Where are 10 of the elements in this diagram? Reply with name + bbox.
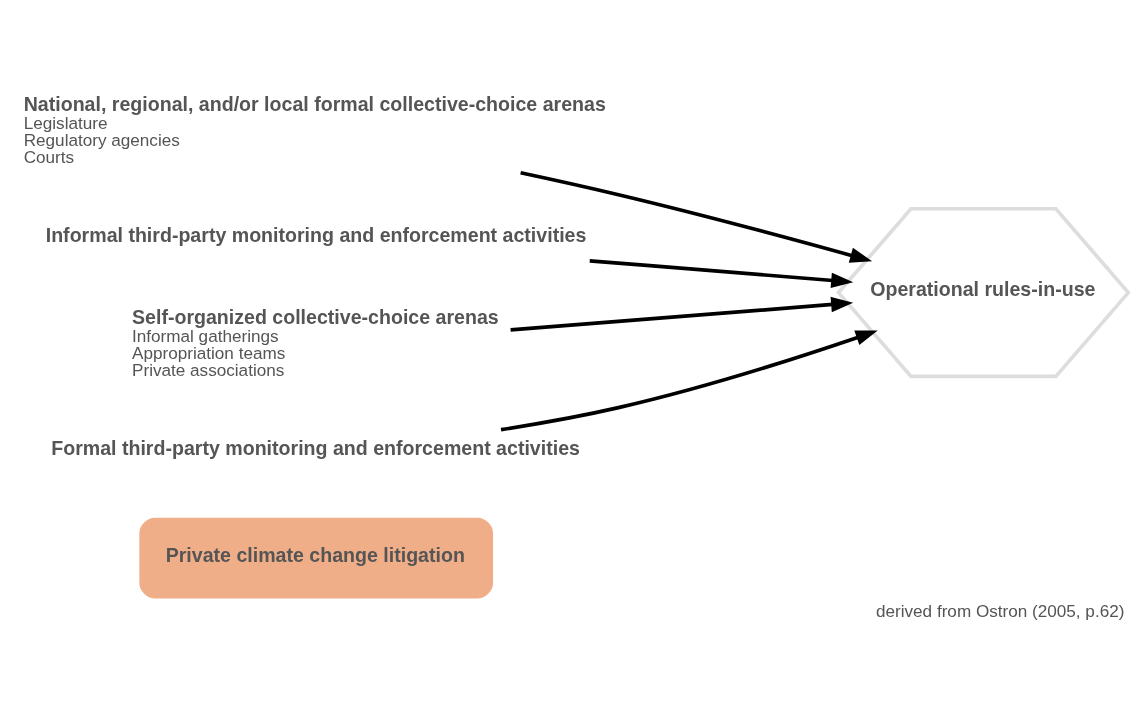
node-box: Private climate change litigation: [139, 517, 494, 599]
caption: derived from Ostron (2005, p.62): [875, 600, 1125, 621]
node-text: Formal third-party monitoring and enforcement activities: [51, 437, 580, 460]
node-text: Self-organized collective-choice arenas Informal gatherings Appropriation teams Private associations: [132, 306, 499, 381]
arrow: [589, 259, 854, 289]
node-text: Informal third-party monitoring and enforcement activities: [45, 224, 587, 247]
arrow: [510, 296, 854, 332]
arrow: [500, 330, 878, 432]
node-text: National, regional, and/or local formal collective-choice arenas Legislature Regulatory agencies Courts: [23, 93, 606, 168]
arrow: [520, 170, 873, 263]
